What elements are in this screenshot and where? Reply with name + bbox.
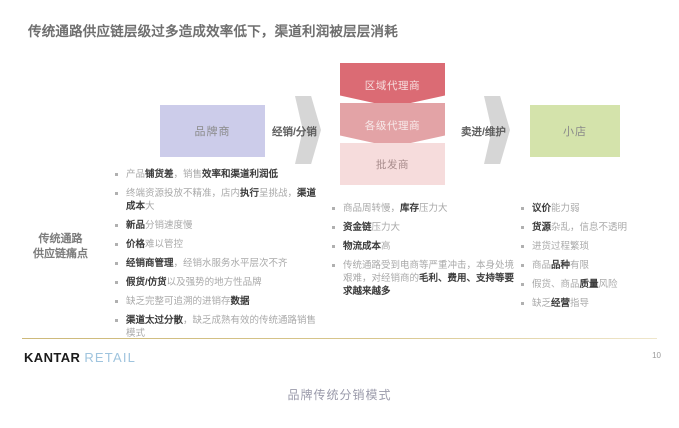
list-item: 假货/仿货以及强势的地方性品牌 bbox=[113, 276, 325, 289]
flow-chain-stack: 区域代理商 各级代理商 批发商 bbox=[340, 63, 445, 185]
list-item: 商品品种有限 bbox=[519, 259, 669, 272]
pain-points-label-line1: 传统通路 bbox=[38, 233, 83, 245]
flow-node-brand-label: 品牌商 bbox=[194, 126, 231, 138]
connector-label-distribution: 经销/分销 bbox=[272, 126, 317, 138]
flow-node-store: 小店 bbox=[530, 105, 620, 157]
slide-canvas: 传统通路供应链层级过多造成效率低下，渠道利润被层层消耗 品牌商 经销/分销 区域… bbox=[8, 24, 669, 365]
list-item: 渠道太过分散，缺乏成熟有效的传统通路销售模式 bbox=[113, 314, 325, 340]
list-item: 进货过程繁琐 bbox=[519, 240, 669, 253]
page-number: 10 bbox=[652, 351, 661, 360]
pain-points-label-line2: 供应链痛点 bbox=[33, 248, 88, 260]
connector-label-sellin: 卖进/维护 bbox=[461, 126, 506, 138]
list-item: 产品铺货差，销售效率和渠道利润低 bbox=[113, 168, 325, 181]
list-item: 新品分销速度慢 bbox=[113, 219, 325, 232]
flow-node-tiered-agent: 各级代理商 bbox=[340, 103, 445, 147]
flow-node-wholesaler: 批发商 bbox=[340, 143, 445, 185]
list-item: 终端资源投放不精准，店内执行呈挑战，渠道成本大 bbox=[113, 187, 325, 213]
list-item: 议价能力弱 bbox=[519, 202, 669, 215]
list-item: 物流成本高 bbox=[330, 240, 515, 253]
pain-points-label: 传统通路 供应链痛点 bbox=[8, 232, 113, 262]
logo-kantar-text: KANTAR bbox=[24, 350, 81, 365]
kantar-retail-logo: KANTAR RETAIL bbox=[24, 350, 136, 365]
flow-node-regional-agent-label: 区域代理商 bbox=[364, 79, 421, 92]
list-item: 缺乏完整可追溯的进销存数据 bbox=[113, 295, 325, 308]
list-item: 价格难以管控 bbox=[113, 238, 325, 251]
list-item: 传统通路受到电商等严重冲击，本身处境艰难，对经销商的毛利、费用、支持等要求越来越… bbox=[330, 259, 515, 298]
bullet-column-store: 议价能力弱货源杂乱，信息不透明进货过程繁琐商品品种有限假货、商品质量风险缺乏经营… bbox=[519, 202, 669, 316]
list-item: 资金链压力大 bbox=[330, 221, 515, 234]
logo-retail-text: RETAIL bbox=[84, 350, 137, 365]
bullet-column-brand: 产品铺货差，销售效率和渠道利润低终端资源投放不精准，店内执行呈挑战，渠道成本大新… bbox=[113, 168, 325, 346]
flow-node-tiered-agent-label: 各级代理商 bbox=[364, 119, 421, 132]
flow-node-brand: 品牌商 bbox=[160, 105, 265, 157]
footer-divider bbox=[22, 338, 657, 339]
slide-title: 传统通路供应链层级过多造成效率低下，渠道利润被层层消耗 bbox=[28, 24, 398, 39]
list-item: 货源杂乱，信息不透明 bbox=[519, 221, 669, 234]
flow-node-wholesaler-label: 批发商 bbox=[375, 158, 410, 171]
list-item: 经销商管理，经销水服务水平层次不齐 bbox=[113, 257, 325, 270]
flow-node-store-label: 小店 bbox=[563, 126, 587, 138]
slide-caption: 品牌传统分销模式 bbox=[287, 388, 392, 402]
list-item: 商品周转慢，库存压力大 bbox=[330, 202, 515, 215]
list-item: 缺乏经营指导 bbox=[519, 297, 669, 310]
bullet-column-distributor: 商品周转慢，库存压力大资金链压力大物流成本高传统通路受到电商等严重冲击，本身处境… bbox=[330, 202, 515, 304]
list-item: 假货、商品质量风险 bbox=[519, 278, 669, 291]
flow-node-regional-agent: 区域代理商 bbox=[340, 63, 445, 107]
